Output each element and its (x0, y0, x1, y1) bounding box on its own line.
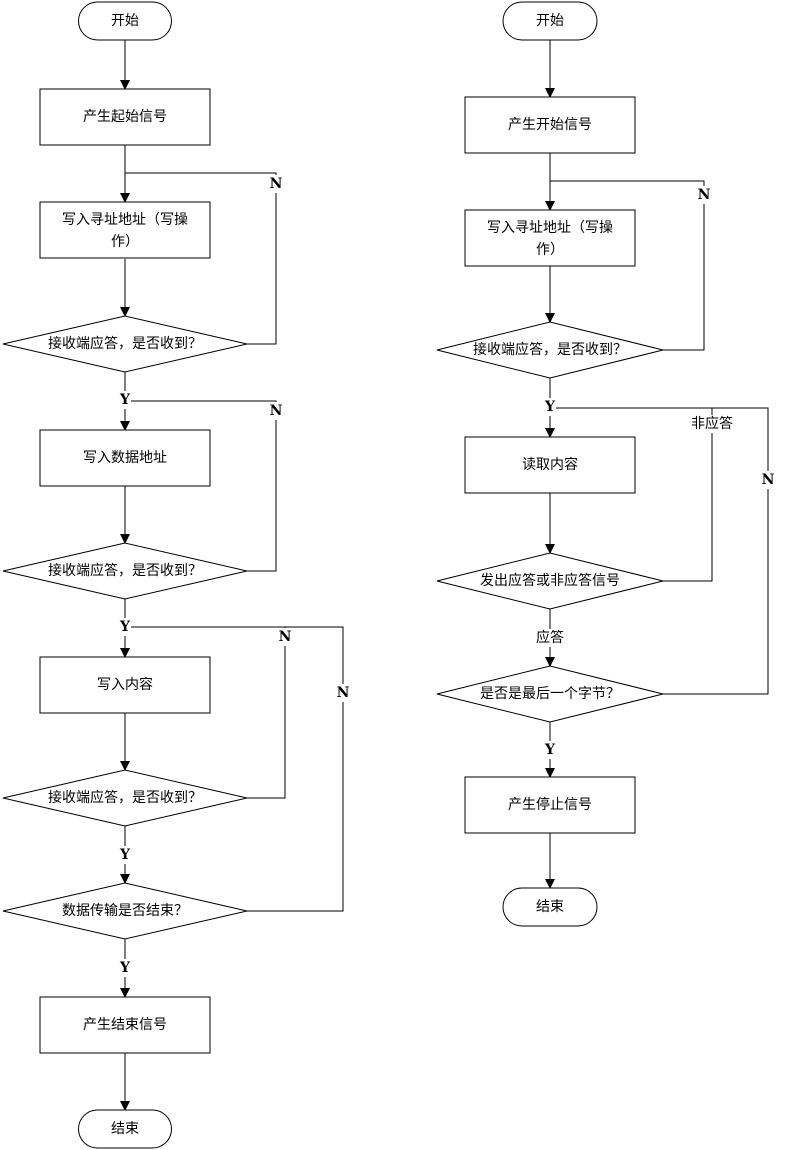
write-address-write-op-box (39, 201, 211, 259)
no-loop-r1 (550, 180, 705, 351)
no-label: N (279, 629, 292, 645)
no-label: N (270, 176, 283, 192)
yes-label-bg (119, 959, 131, 977)
no-loop-2 (125, 400, 277, 572)
end-terminal: 结束 (111, 1121, 139, 1137)
yes-label: Y (119, 392, 131, 408)
generate-end-signal-box (39, 996, 211, 1054)
read-content-box (464, 436, 636, 494)
ack-check-1: 接收端应答，是否收到？ (48, 335, 202, 352)
ack-check-2-diamond (2, 542, 248, 600)
no-label-bg (268, 175, 284, 193)
start-terminal: 开始 (536, 13, 564, 29)
generate-stop-signal-box (464, 776, 636, 834)
write-content: 写入内容 (97, 676, 153, 693)
nack-loop (663, 408, 713, 582)
no-label: N (698, 187, 711, 203)
yes-label: Y (544, 399, 556, 415)
generate-start-signal-box (39, 88, 211, 146)
end-terminal-shape (78, 1109, 172, 1149)
send-ack-or-nack: 发出应答或非应答信号 (480, 572, 620, 589)
yes-label: Y (119, 847, 131, 863)
write-data-address-box (39, 429, 211, 487)
start-terminal-shape (78, 1, 172, 41)
yes-label-bg (544, 398, 556, 416)
ack-check: 接收端应答，是否收到？ (473, 341, 627, 358)
start-terminal-shape (502, 1, 598, 41)
no-label: N (337, 685, 350, 701)
yes-label-bg (544, 741, 556, 759)
last-byte-check: 是否是最后一个字节？ (480, 686, 620, 702)
write-address-write-op: 作） (536, 242, 564, 258)
no-label-bg (277, 628, 293, 646)
no-label: N (270, 403, 283, 419)
no-label: N (762, 472, 775, 488)
no-loop-1 (125, 172, 277, 345)
no-label-bg (696, 186, 712, 204)
no-loop-3 (247, 627, 286, 799)
yes-label-bg (119, 618, 131, 636)
ack-check-3: 接收端应答，是否收到？ (48, 789, 202, 806)
write-address-write-op-box (464, 209, 636, 267)
transfer-done-check-diamond (2, 882, 248, 940)
no-label-bg (268, 402, 284, 420)
nack-label-bg (686, 415, 738, 433)
write-content-box (39, 656, 211, 714)
ack-check-3-diamond (2, 769, 248, 827)
no-loop-last-byte (550, 407, 769, 695)
yes-label-bg (119, 391, 131, 409)
ack-check-2: 接收端应答，是否收到？ (48, 562, 202, 579)
write-address-write-op: 写入寻址地址（写操 (62, 212, 188, 228)
ack-label-bg (532, 629, 568, 647)
generate-stop-signal: 产生停止信号 (508, 796, 592, 813)
last-byte-check-diamond (436, 665, 664, 723)
read-content: 读取内容 (522, 456, 578, 473)
start-terminal: 开始 (111, 13, 139, 29)
yes-label: Y (544, 742, 556, 758)
generate-start-signal-box (464, 96, 636, 154)
yes-label: Y (119, 619, 131, 635)
no-label-bg (335, 684, 351, 702)
yes-label-bg (119, 846, 131, 864)
ack-check-diamond (436, 321, 664, 379)
nack-label: 非应答 (691, 415, 733, 432)
write-data-address: 写入数据地址 (83, 450, 167, 466)
no-label-bg (760, 471, 776, 489)
send-ack-or-nack-diamond (436, 552, 664, 610)
ack-check-1-diamond (2, 315, 248, 373)
end-terminal-shape (502, 887, 598, 927)
write-address-write-op: 写入寻址地址（写操 (487, 220, 613, 236)
transfer-done-check: 数据传输是否结束？ (62, 903, 188, 919)
ack-label: 应答 (536, 629, 564, 646)
no-loop-4 (125, 626, 344, 912)
end-terminal: 结束 (536, 899, 564, 915)
generate-start-signal: 产生开始信号 (508, 117, 592, 133)
write-address-write-op: 作） (111, 234, 139, 250)
generate-end-signal: 产生结束信号 (83, 1017, 167, 1033)
yes-label: Y (119, 960, 131, 976)
generate-start-signal: 产生起始信号 (83, 109, 167, 125)
